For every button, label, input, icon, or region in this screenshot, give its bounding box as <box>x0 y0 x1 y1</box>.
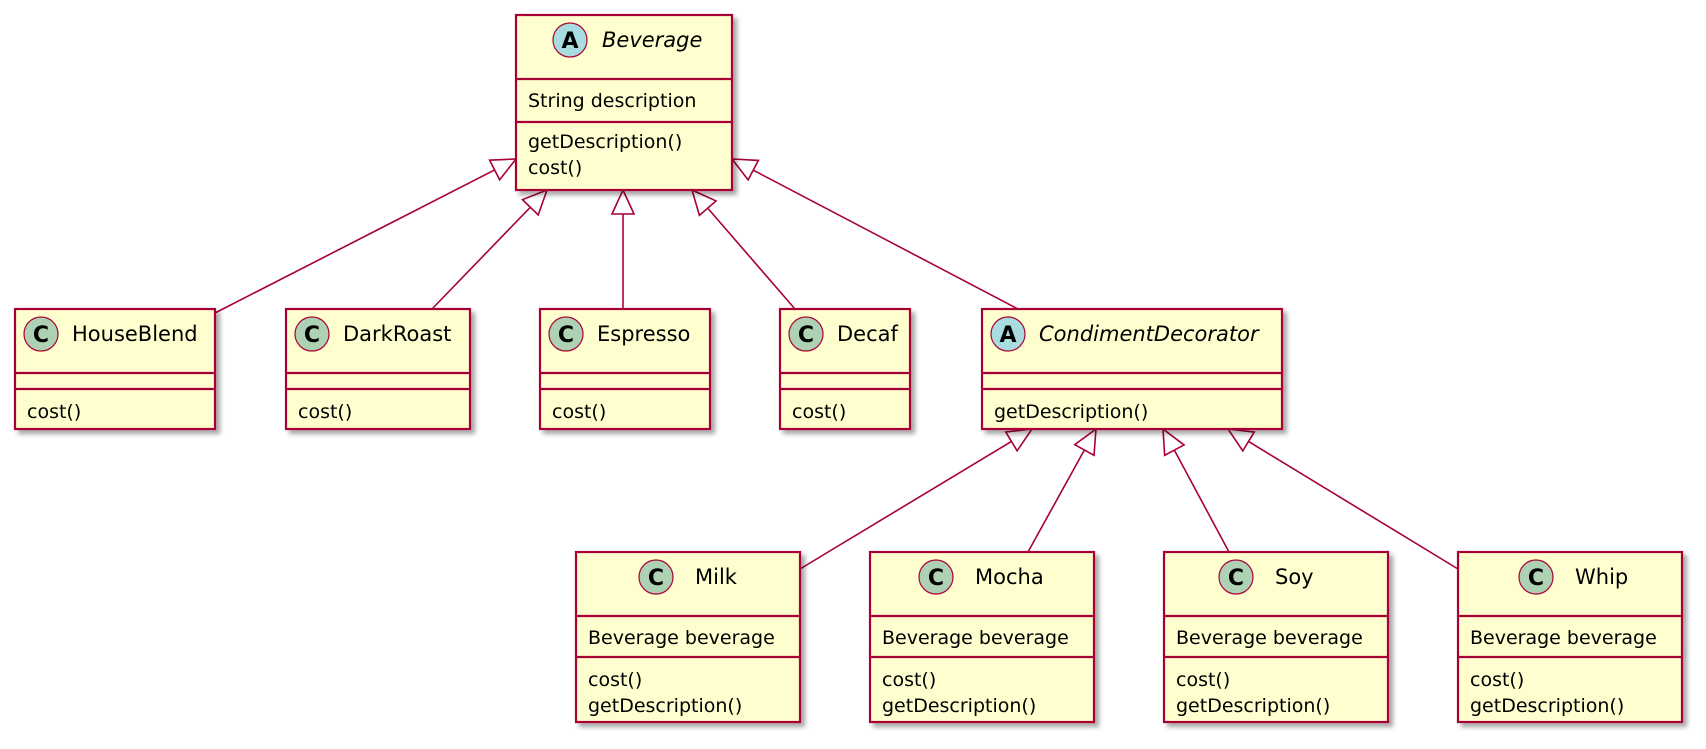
class-field: String description <box>528 90 696 112</box>
edge-line <box>431 206 531 310</box>
class-method: getDescription() <box>528 131 682 153</box>
class-box-frame <box>980 307 1284 431</box>
class-method: cost() <box>552 401 606 423</box>
inheritance-condimentdecorator-to-beverage <box>730 158 1019 310</box>
class-name: DarkRoast <box>343 322 451 346</box>
class-method: cost() <box>298 401 352 423</box>
generalization-arrowhead <box>610 188 636 215</box>
class-method: cost() <box>1470 669 1524 691</box>
class-name: Soy <box>1275 565 1314 589</box>
inheritance-soy-to-condimentdecorator <box>1162 427 1230 553</box>
class-method: cost() <box>588 669 642 691</box>
class-box-houseblend[interactable]: C HouseBlend cost() <box>13 307 217 431</box>
inheritance-houseblend-to-beverage <box>214 158 518 314</box>
class-box-condimentdecorator[interactable]: A CondimentDecorator getDescription() <box>980 307 1284 431</box>
edge-line <box>1248 440 1459 570</box>
class-method: getDescription() <box>882 695 1036 717</box>
class-field: Beverage beverage <box>882 627 1069 649</box>
class-name: Decaf <box>837 322 899 346</box>
class-method: cost() <box>882 669 936 691</box>
class-icon: C <box>638 559 674 595</box>
generalization-arrowhead <box>1226 428 1256 453</box>
edge-line <box>752 169 1019 310</box>
class-box-darkroast[interactable]: C DarkRoast cost() <box>284 307 472 431</box>
class-icon-letter: A <box>999 323 1016 348</box>
class-field: Beverage beverage <box>588 627 775 649</box>
class-box-decaf[interactable]: C Decaf cost() <box>778 307 912 431</box>
class-icon-letter: C <box>558 323 574 348</box>
class-icon: C <box>548 316 584 352</box>
inheritance-mocha-to-condimentdecorator <box>1027 427 1097 553</box>
abstract-class-icon: A <box>990 316 1026 352</box>
class-icon: C <box>23 316 59 352</box>
class-method: cost() <box>27 401 81 423</box>
class-method: getDescription() <box>994 401 1148 423</box>
class-icon-letter: C <box>304 323 320 348</box>
class-box-frame <box>574 550 802 724</box>
inheritance-darkroast-to-beverage <box>431 188 549 310</box>
class-method: cost() <box>528 157 582 179</box>
class-box-frame <box>514 13 734 192</box>
class-name: Whip <box>1575 565 1628 589</box>
inheritance-whip-to-condimentdecorator <box>1226 428 1459 570</box>
class-name: Milk <box>695 565 738 589</box>
generalization-arrowhead <box>520 188 549 217</box>
class-field: Beverage beverage <box>1176 627 1363 649</box>
class-field: Beverage beverage <box>1470 627 1657 649</box>
class-icon-letter: C <box>1528 566 1544 591</box>
inheritance-milk-to-condimentdecorator <box>799 428 1034 570</box>
inheritance-edges <box>214 158 1459 570</box>
class-icon-letter: C <box>648 566 664 591</box>
generalization-arrowhead <box>730 158 760 182</box>
generalization-arrowhead <box>1162 427 1186 457</box>
class-name: Beverage <box>602 28 702 52</box>
inheritance-decaf-to-beverage <box>690 188 796 310</box>
class-icon-letter: C <box>928 566 944 591</box>
edge-line <box>799 440 1012 570</box>
class-name: Mocha <box>975 565 1044 589</box>
class-method: getDescription() <box>588 695 742 717</box>
class-icon: C <box>788 316 824 352</box>
class-icon-letter: C <box>798 323 814 348</box>
class-box-frame <box>868 550 1096 724</box>
class-box-frame <box>1162 550 1390 724</box>
generalization-arrowhead <box>1073 427 1097 457</box>
class-method: cost() <box>1176 669 1230 691</box>
abstract-class-icon: A <box>552 22 588 58</box>
class-box-espresso[interactable]: C Espresso cost() <box>538 307 712 431</box>
class-icon: C <box>294 316 330 352</box>
edge-line <box>707 207 796 310</box>
edge-line <box>1173 449 1230 553</box>
generalization-arrowhead <box>488 158 518 182</box>
class-method: cost() <box>792 401 846 423</box>
edge-line <box>1027 449 1086 553</box>
class-name: CondimentDecorator <box>1039 322 1260 346</box>
class-icon: C <box>1218 559 1254 595</box>
class-name: Espresso <box>597 322 690 346</box>
inheritance-espresso-to-beverage <box>610 188 636 309</box>
class-icon-letter: A <box>561 29 578 54</box>
class-icon-letter: C <box>1228 566 1244 591</box>
class-box-frame <box>1456 550 1684 724</box>
class-icon-letter: C <box>33 323 49 348</box>
edge-line <box>214 169 495 314</box>
class-method: getDescription() <box>1176 695 1330 717</box>
generalization-arrowhead <box>1004 428 1034 453</box>
class-icon: C <box>918 559 954 595</box>
class-icon: C <box>1518 559 1554 595</box>
class-method: getDescription() <box>1470 695 1624 717</box>
generalization-arrowhead <box>690 188 718 217</box>
class-name: HouseBlend <box>72 322 198 346</box>
